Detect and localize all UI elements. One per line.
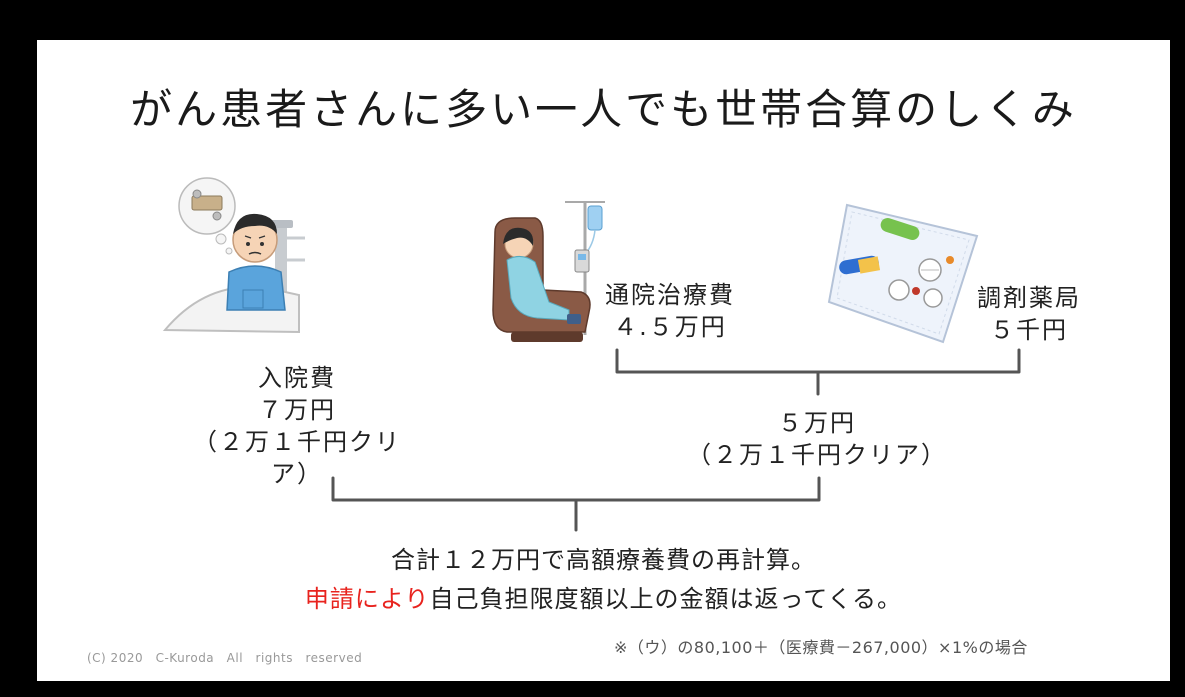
combined-cost: ５万円 （２万１千円クリア） bbox=[687, 407, 947, 471]
hospitalized-patient-illustration bbox=[162, 177, 305, 334]
outpatient-amount: ４.５万円 bbox=[613, 313, 727, 341]
summary-highlight: 申請により bbox=[304, 585, 430, 613]
pharmacy-amount: ５千円 bbox=[990, 316, 1068, 344]
summary-rest: 自己負担限度額以上の金額は返ってくる。 bbox=[429, 585, 903, 613]
medicine-pack-illustration bbox=[827, 203, 979, 344]
summary-line-2: 申請により自己負担限度額以上の金額は返ってくる。 bbox=[37, 579, 1170, 614]
upper-bracket bbox=[615, 348, 1021, 396]
footnote: ※（ウ）の80,100＋（医療費－267,000）×1%の場合 bbox=[614, 638, 1028, 657]
outpatient-name: 通院治療費 bbox=[605, 281, 735, 309]
summary-line-1: 合計１２万円で高額療養費の再計算。 bbox=[391, 546, 816, 574]
pharmacy-name: 調剤薬局 bbox=[977, 284, 1081, 312]
lower-bracket bbox=[331, 476, 821, 532]
combined-note: （２万１千円クリア） bbox=[687, 441, 947, 469]
inpatient-name: 入院費 bbox=[258, 364, 336, 392]
inpatient-amount: ７万円 bbox=[258, 396, 336, 424]
slide: がん患者さんに多い一人でも世帯合算のしくみ 入院費 ７万円 （２万１千円クリア）… bbox=[37, 40, 1170, 681]
copyright: (C) 2020 C-Kuroda All rights reserved bbox=[87, 651, 363, 665]
pharmacy-cost: 調剤薬局 ５千円 bbox=[969, 282, 1089, 346]
outpatient-cost: 通院治療費 ４.５万円 bbox=[590, 279, 750, 343]
iv-drip-patient-illustration bbox=[492, 201, 605, 342]
inpatient-cost: 入院費 ７万円 （２万１千円クリア） bbox=[187, 362, 407, 490]
diagram-graphics bbox=[162, 177, 1021, 532]
page-title: がん患者さんに多い一人でも世帯合算のしくみ bbox=[130, 85, 1077, 134]
inpatient-note: （２万１千円クリア） bbox=[193, 428, 401, 488]
combined-amount: ５万円 bbox=[778, 409, 856, 437]
